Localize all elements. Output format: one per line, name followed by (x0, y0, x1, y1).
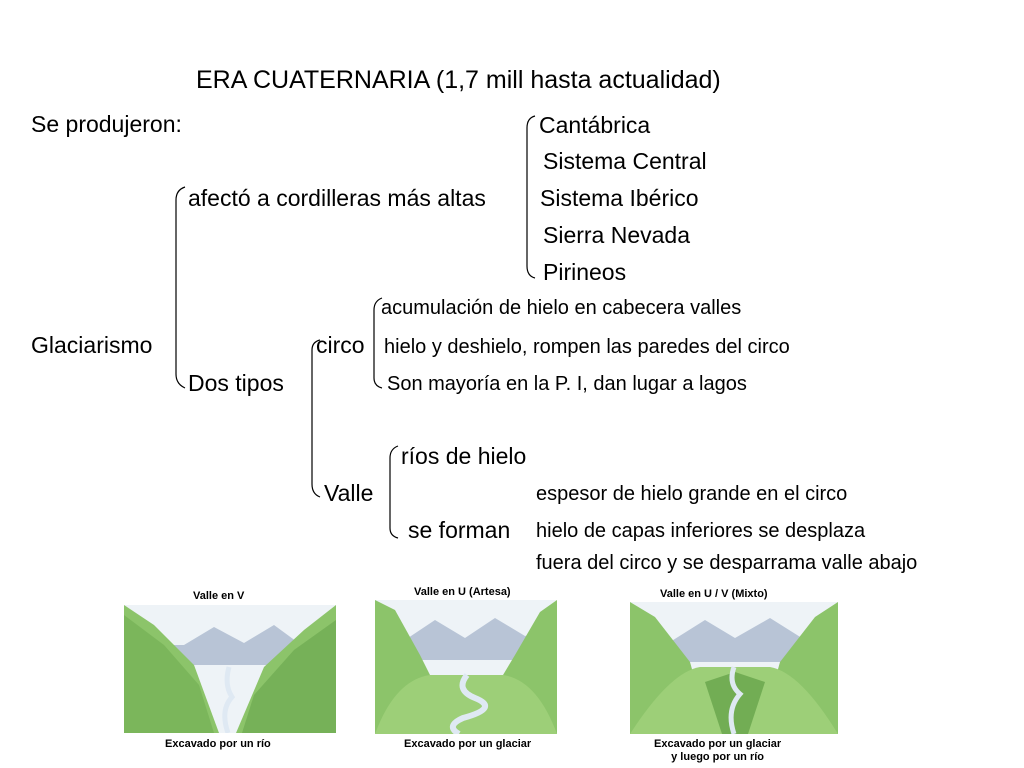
intro-text: Se produjeron: (31, 111, 182, 137)
valle-bracket (389, 445, 399, 539)
circo-detail: acumulación de hielo en cabecera valles (381, 297, 742, 319)
se-forman-label: se forman (408, 517, 511, 543)
panel-title: Valle en U (Artesa) (414, 586, 511, 598)
v-valley-illustration (124, 605, 336, 733)
circo-detail: hielo y deshielo, rompen las paredes del… (384, 336, 790, 358)
circo-label: circo (316, 332, 365, 358)
panel-caption: Excavado por un glaciar y luego por un r… (654, 738, 782, 763)
panel-caption: Excavado por un río (165, 738, 271, 750)
glaciarismo-bracket (175, 186, 186, 389)
mixed-valley-illustration (630, 602, 838, 734)
mountain-item: Sistema Central (543, 148, 707, 174)
u-valley-illustration (375, 600, 557, 734)
types-label: Dos tipos (188, 370, 284, 396)
mountain-item: Sierra Nevada (543, 222, 691, 248)
types-bracket (311, 339, 321, 498)
circo-detail: Son mayoría en la P. I, dan lugar a lago… (387, 373, 747, 395)
circo-bracket (373, 297, 383, 389)
brackets (175, 115, 536, 539)
mountain-item: Cantábrica (539, 112, 651, 138)
valle-detail: espesor de hielo grande en el circo (536, 483, 848, 505)
page-title: ERA CUATERNARIA (1,7 mill hasta actualid… (196, 66, 721, 94)
mountains-bracket (526, 115, 536, 279)
valle-label: Valle (324, 480, 374, 506)
mountain-item: Sistema Ibérico (540, 185, 699, 211)
valle-detail: fuera del circo y se desparrama valle ab… (536, 552, 918, 574)
panel-caption: Excavado por un glaciar (404, 738, 532, 750)
affects-label: afectó a cordilleras más altas (188, 185, 486, 211)
valle-rios: ríos de hielo (401, 443, 527, 469)
glaciarismo-label: Glaciarismo (31, 332, 153, 358)
panel-title: Valle en U / V (Mixto) (660, 588, 768, 600)
mountain-item: Pirineos (543, 259, 627, 285)
valle-detail: hielo de capas inferiores se desplaza (536, 520, 866, 542)
panel-title: Valle en V (193, 590, 245, 602)
